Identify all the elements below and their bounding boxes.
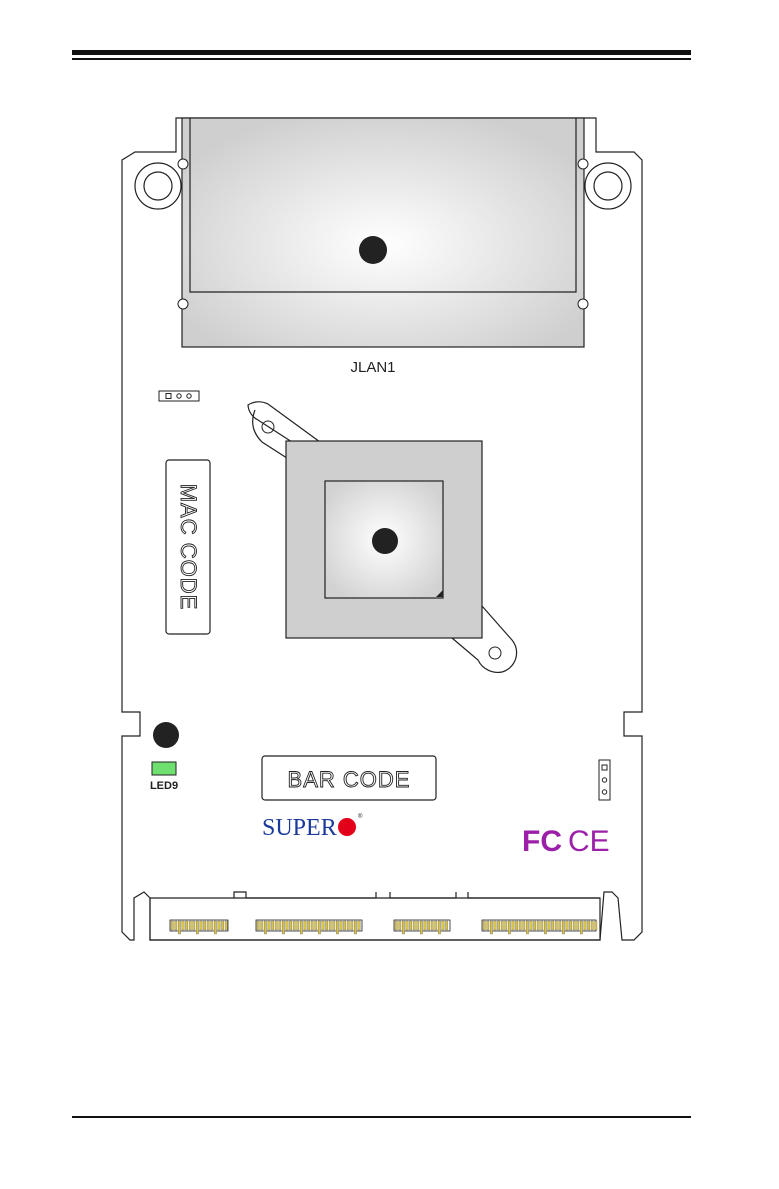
svg-text:SUPER: SUPER: [262, 815, 337, 841]
svg-text:FC: FC: [522, 825, 562, 858]
mac-code-label: MAC CODE: [176, 484, 201, 611]
jlan1-label: JLAN1: [350, 359, 395, 376]
certification-marks: FC CE: [522, 825, 610, 858]
edge-connector-pins: [170, 920, 597, 934]
led9-label: LED9: [150, 780, 178, 792]
main-chip: [286, 441, 482, 638]
footer-rule: [72, 1116, 691, 1118]
component-dot: [153, 722, 179, 748]
svg-text:®: ®: [358, 813, 363, 820]
two-pin-header-right: [599, 760, 610, 800]
edge-connector-outline: [150, 892, 600, 940]
mounting-hole-right: [585, 163, 631, 209]
jlan1-connector: [178, 118, 588, 347]
led9-indicator: [152, 762, 176, 775]
mounting-hole-left: [135, 163, 181, 209]
three-pin-header: [159, 391, 199, 401]
svg-text:CE: CE: [568, 825, 610, 858]
bar-code-label: BAR CODE: [288, 767, 411, 792]
supermicro-logo: SUPER ®: [262, 813, 363, 841]
